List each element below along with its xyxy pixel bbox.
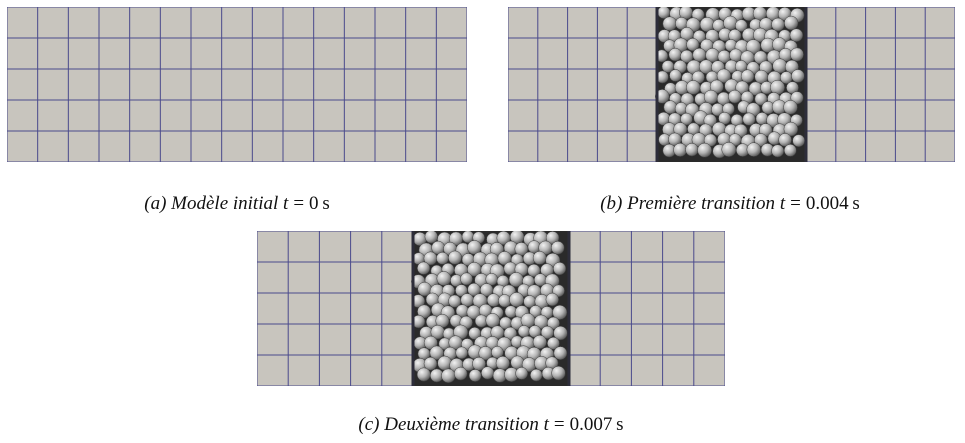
particle bbox=[783, 144, 797, 157]
interface-right bbox=[567, 231, 571, 386]
caption-c: (c) Deuxième transition t=0.007 s bbox=[358, 414, 624, 435]
interface-right bbox=[804, 7, 808, 162]
particle bbox=[436, 271, 452, 286]
interface-left bbox=[655, 7, 659, 162]
particle bbox=[424, 231, 438, 244]
particle bbox=[685, 143, 699, 157]
particle bbox=[735, 19, 748, 32]
particle bbox=[515, 367, 529, 380]
particle bbox=[673, 142, 688, 157]
mesh-c bbox=[257, 231, 725, 386]
particle bbox=[509, 292, 525, 308]
particle bbox=[455, 284, 468, 297]
particle bbox=[423, 356, 438, 371]
particle bbox=[460, 272, 473, 286]
particle bbox=[441, 368, 456, 384]
particle bbox=[746, 142, 762, 157]
particle bbox=[662, 16, 678, 31]
particle bbox=[716, 68, 732, 83]
particle bbox=[437, 355, 453, 371]
particle bbox=[468, 369, 482, 382]
particle bbox=[754, 133, 768, 147]
particle bbox=[792, 134, 806, 148]
particle bbox=[655, 89, 670, 104]
particle bbox=[491, 346, 504, 359]
particle bbox=[784, 15, 799, 31]
particle bbox=[551, 241, 565, 255]
particle bbox=[771, 17, 785, 32]
particle bbox=[436, 251, 449, 265]
particle bbox=[680, 112, 693, 126]
particle bbox=[728, 89, 742, 104]
particle bbox=[448, 250, 462, 265]
particle bbox=[553, 325, 568, 341]
particle bbox=[755, 112, 769, 126]
caption-c-label: (c) Deuxième transition bbox=[358, 414, 539, 435]
particle bbox=[455, 346, 468, 360]
caption-b-label: (b) Première transition bbox=[600, 193, 776, 214]
particle-region bbox=[655, 7, 806, 162]
particle bbox=[783, 100, 798, 115]
particle bbox=[783, 121, 799, 137]
particle bbox=[453, 366, 468, 381]
particle bbox=[686, 80, 701, 95]
particle bbox=[742, 112, 756, 126]
particle bbox=[552, 304, 568, 320]
particle bbox=[530, 368, 543, 382]
particle bbox=[417, 261, 431, 275]
mesh-b bbox=[508, 7, 955, 162]
particle-region bbox=[411, 231, 569, 386]
particle bbox=[778, 133, 792, 147]
mesh-a bbox=[7, 7, 467, 162]
particle bbox=[495, 356, 510, 371]
particle bbox=[721, 142, 737, 157]
particle bbox=[692, 47, 707, 62]
particle bbox=[771, 144, 785, 158]
particle bbox=[472, 356, 486, 371]
particle bbox=[551, 365, 566, 381]
particle bbox=[547, 336, 560, 350]
panel-c bbox=[257, 231, 725, 386]
particle bbox=[532, 251, 547, 265]
particle bbox=[485, 313, 500, 328]
particle bbox=[517, 325, 531, 338]
particle bbox=[481, 366, 495, 380]
particle bbox=[789, 28, 804, 42]
particle bbox=[697, 142, 712, 158]
particle bbox=[791, 69, 805, 83]
particle bbox=[416, 367, 431, 382]
mesh-background bbox=[7, 7, 467, 162]
panel-a bbox=[7, 7, 467, 162]
particle bbox=[527, 263, 541, 278]
particle bbox=[546, 316, 560, 330]
particle bbox=[789, 47, 804, 62]
particle bbox=[668, 47, 682, 62]
particle bbox=[545, 292, 559, 307]
particle bbox=[686, 38, 700, 52]
particle bbox=[532, 334, 547, 350]
panel-b bbox=[508, 7, 955, 162]
particle bbox=[498, 294, 512, 308]
particle bbox=[553, 346, 568, 360]
particle bbox=[740, 69, 755, 83]
caption-a: (a) Modèle initial t=0 s bbox=[144, 193, 330, 214]
caption-a-label: (a) Modèle initial bbox=[144, 193, 279, 214]
particle bbox=[553, 262, 567, 276]
interface-left bbox=[411, 231, 415, 386]
particle bbox=[703, 89, 719, 105]
particle bbox=[669, 69, 682, 82]
caption-b: (b) Première transition t=0.004 s bbox=[600, 193, 860, 214]
particle bbox=[486, 293, 501, 307]
